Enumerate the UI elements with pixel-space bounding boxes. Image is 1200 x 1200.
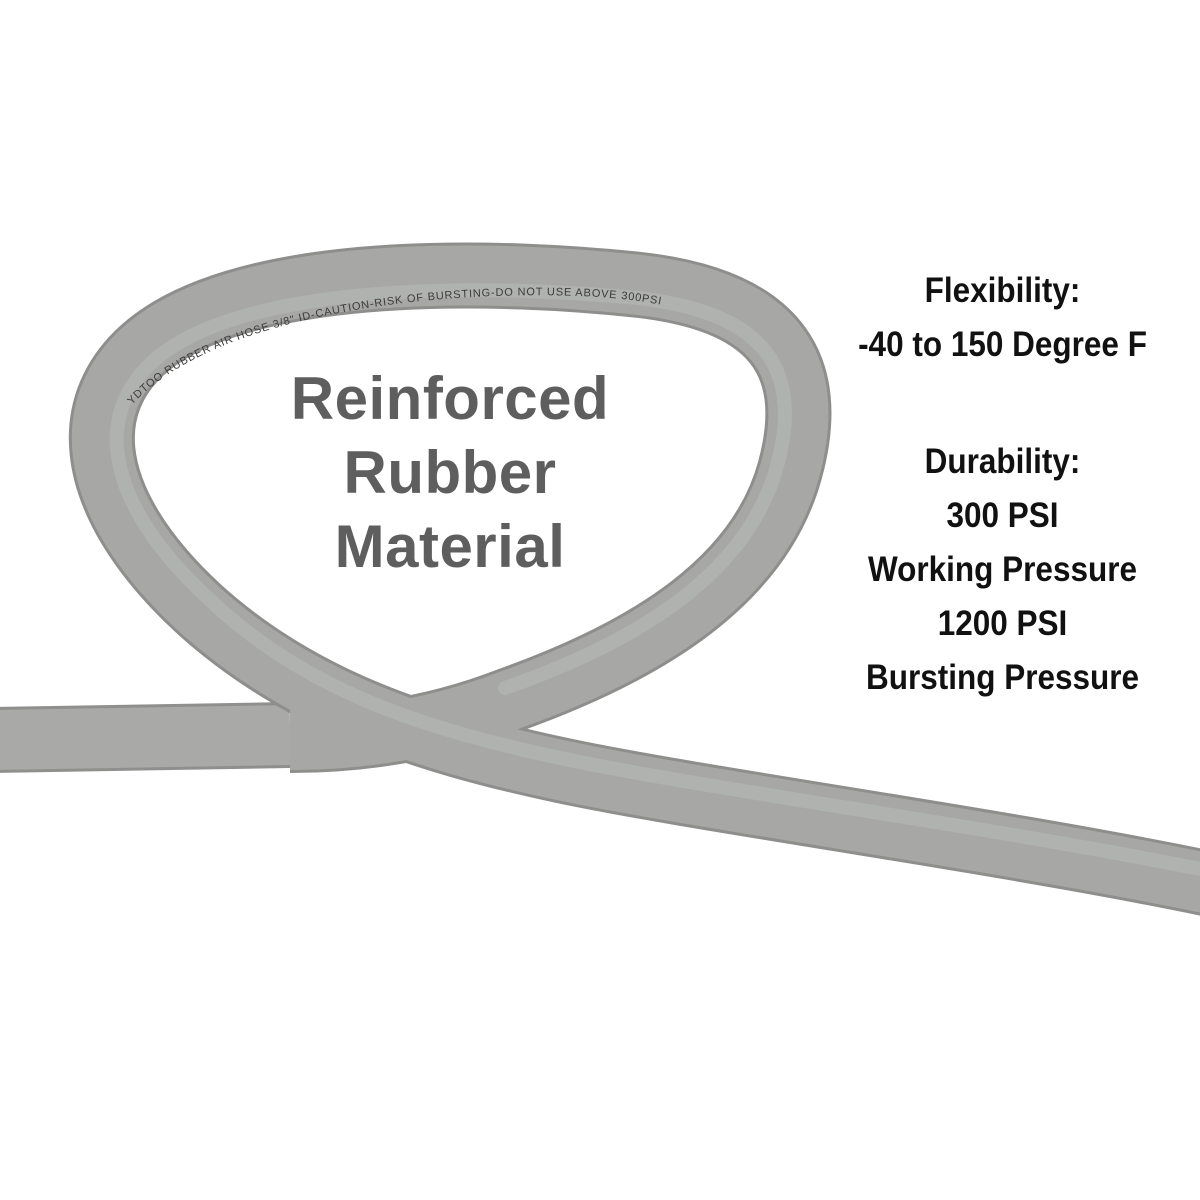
durability-heading: Durability:	[924, 442, 1081, 481]
bursting-pressure-label: Bursting Pressure	[865, 658, 1140, 697]
flexibility-spec: Flexibility: -40 to 150 Degree F	[820, 264, 1185, 372]
center-label: Reinforced Rubber Material	[250, 362, 650, 584]
center-label-line3: Material	[334, 513, 566, 580]
flexibility-heading: Flexibility:	[924, 271, 1081, 310]
flexibility-value: -40 to 150 Degree F	[858, 325, 1147, 364]
bursting-pressure-value: 1200 PSI	[937, 604, 1068, 643]
working-pressure-value: 300 PSI	[946, 496, 1059, 535]
durability-spec: Durability: 300 PSI Working Pressure 120…	[820, 435, 1185, 705]
center-label-line2: Rubber	[343, 439, 557, 506]
center-label-line1: Reinforced	[290, 365, 610, 432]
working-pressure-label: Working Pressure	[867, 550, 1138, 589]
